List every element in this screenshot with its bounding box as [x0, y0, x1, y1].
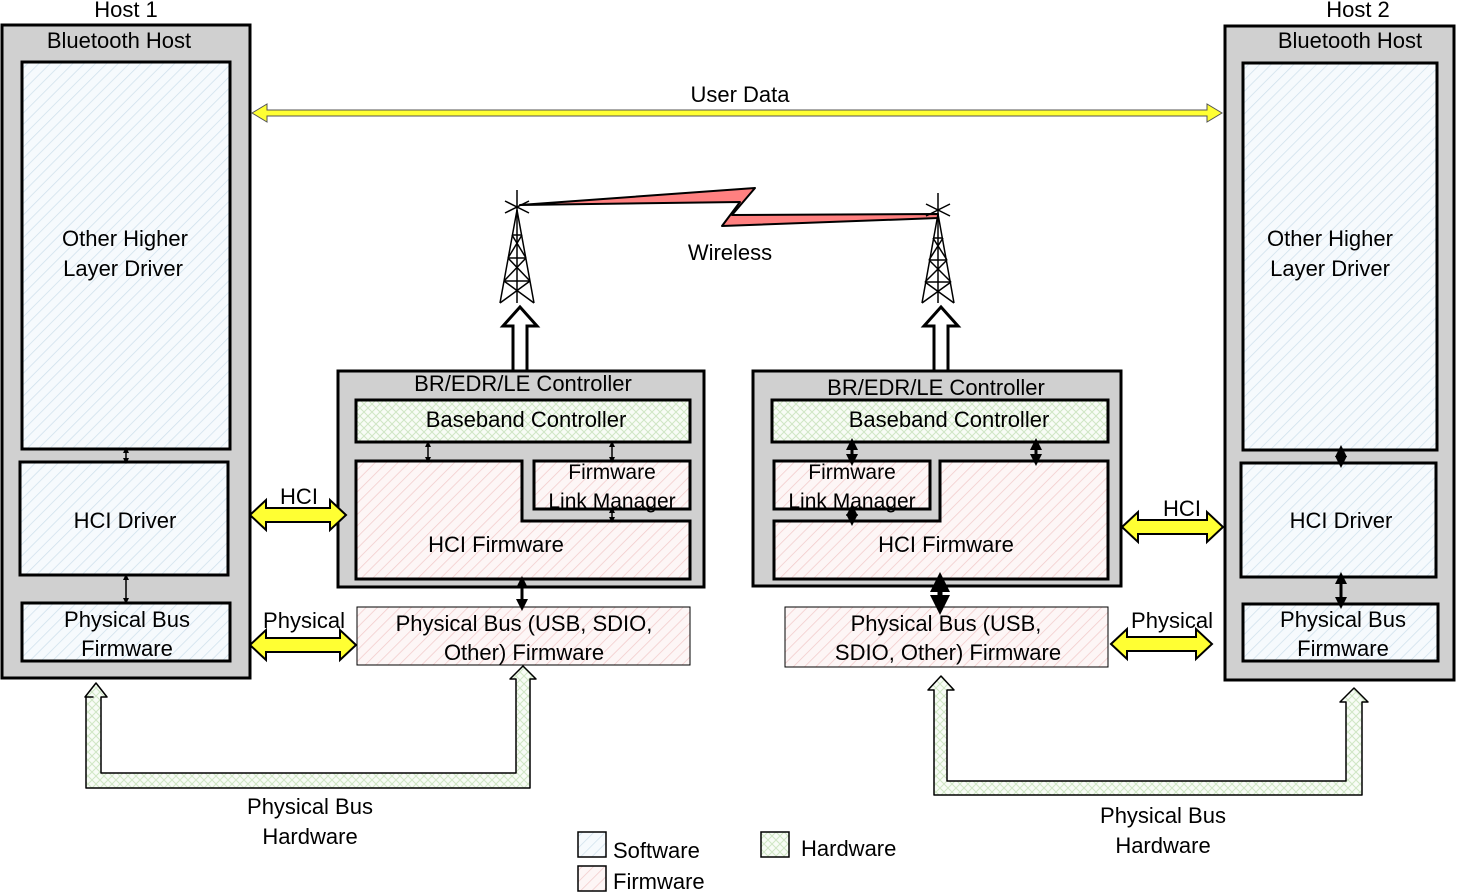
- host1-phys-fw-box: [20, 601, 232, 663]
- host1-other-driver-line2: Layer Driver: [63, 256, 183, 281]
- host1-header: Bluetooth Host: [47, 28, 191, 53]
- host2-phys-fw-box: [1241, 602, 1440, 663]
- hw-right-line1: Physical Bus: [1100, 803, 1226, 828]
- controller2: BR/EDR/LE Controller Baseband Controller…: [751, 369, 1123, 668]
- controller2-phys-line1: Physical Bus (USB,: [851, 611, 1042, 636]
- user-data-label: User Data: [690, 82, 790, 107]
- hci-link-right: HCI: [1120, 496, 1225, 545]
- host2: Host 2 Bluetooth Host Other Higher Layer…: [1223, 0, 1456, 682]
- controller2-baseband-box: [770, 398, 1110, 444]
- controller2-phys-line2: SDIO, Other) Firmware: [835, 640, 1061, 665]
- physical-link-left: Physical: [248, 608, 358, 663]
- wireless-link: Wireless: [519, 187, 939, 265]
- controller1-to-antenna-arrow: [499, 304, 541, 373]
- legend-hardware-swatch: [760, 831, 790, 858]
- physical-arrow-right: [1109, 626, 1214, 662]
- host1-phys-fw-line2: Firmware: [81, 636, 173, 661]
- host1-other-driver-box: [20, 60, 232, 451]
- hw-right-line2: Hardware: [1115, 833, 1210, 858]
- user-data-arrow: [251, 103, 1223, 123]
- host1-hci-driver-label: HCI Driver: [74, 508, 177, 533]
- host1-phys-fw-line1: Physical Bus: [64, 607, 190, 632]
- legend-firmware-label: Firmware: [613, 869, 705, 893]
- legend-firmware-swatch: [577, 865, 607, 892]
- physical-arrow-left: [248, 627, 358, 663]
- hw-path-right: [927, 675, 1369, 796]
- hci-label-left: HCI: [280, 484, 318, 509]
- controller2-hci-fw-label: HCI Firmware: [878, 532, 1014, 557]
- legend-software-label: Software: [613, 838, 700, 863]
- host2-phys-fw-line2: Firmware: [1297, 636, 1389, 661]
- controller2-baseband-label: Baseband Controller: [849, 407, 1050, 432]
- host2-title: Host 2: [1326, 0, 1390, 22]
- legend-hardware-label: Hardware: [801, 836, 896, 861]
- controller2-hci-fw-box: [772, 459, 1110, 581]
- host2-hci-driver-box: [1239, 461, 1438, 579]
- host2-hci-driver-label: HCI Driver: [1290, 508, 1393, 533]
- hci-label-right: HCI: [1163, 496, 1201, 521]
- antenna-tower-icon: [499, 190, 535, 304]
- host1: Host 1 Bluetooth Host Other Higher Layer…: [0, 0, 252, 680]
- wireless-label: Wireless: [688, 240, 772, 265]
- controller1-phys-box: [356, 606, 691, 666]
- hci-link-left: HCI: [248, 484, 348, 533]
- controller1-title: BR/EDR/LE Controller: [414, 371, 632, 396]
- controller1-link-mgr-line2: Link Manager: [548, 490, 675, 513]
- physical-link-right: Physical: [1109, 608, 1214, 662]
- controller1-baseband-box: [354, 398, 692, 444]
- controller1-link-mgr-line1: Firmware: [568, 461, 656, 484]
- controller1-phys-line2: Other) Firmware: [444, 640, 604, 665]
- host2-other-driver-line1: Other Higher: [1267, 226, 1393, 251]
- lightning-bolt-icon: [519, 187, 939, 227]
- controller1-hci-fw-box: [354, 459, 692, 581]
- antenna-tower-icon: [921, 193, 955, 304]
- controller2-title: BR/EDR/LE Controller: [827, 375, 1045, 400]
- host2-phys-fw-line1: Physical Bus: [1280, 607, 1406, 632]
- physical-label-right: Physical: [1131, 608, 1213, 633]
- controller1-phys-line1: Physical Bus (USB, SDIO,: [396, 611, 653, 636]
- host1-other-driver-line1: Other Higher: [62, 226, 188, 251]
- physical-label-left: Physical: [263, 608, 345, 633]
- controller1-hci-fw-label: HCI Firmware: [428, 532, 564, 557]
- controller2-to-antenna-arrow: [920, 304, 962, 373]
- controller1: BR/EDR/LE Controller Baseband Controller…: [336, 369, 706, 666]
- legend-software-swatch: [577, 831, 607, 858]
- hw-path-left: [84, 665, 537, 789]
- host2-other-driver-line2: Layer Driver: [1270, 256, 1390, 281]
- hci-arrow-right: [1120, 509, 1225, 545]
- user-data-connector: User Data: [251, 82, 1223, 123]
- legend: Software Firmware Hardware: [577, 831, 896, 893]
- hw-left-line1: Physical Bus: [247, 794, 373, 819]
- controller2-link-mgr-line2: Link Manager: [788, 490, 915, 513]
- hw-left-line2: Hardware: [262, 824, 357, 849]
- controller2-phys-box: [784, 606, 1109, 668]
- host2-header: Bluetooth Host: [1278, 28, 1422, 53]
- controller1-baseband-label: Baseband Controller: [426, 407, 627, 432]
- host1-title: Host 1: [94, 0, 158, 22]
- host2-other-driver-box: [1241, 61, 1439, 452]
- hci-arrow-left: [248, 497, 348, 533]
- controller2-link-mgr-line1: Firmware: [808, 461, 896, 484]
